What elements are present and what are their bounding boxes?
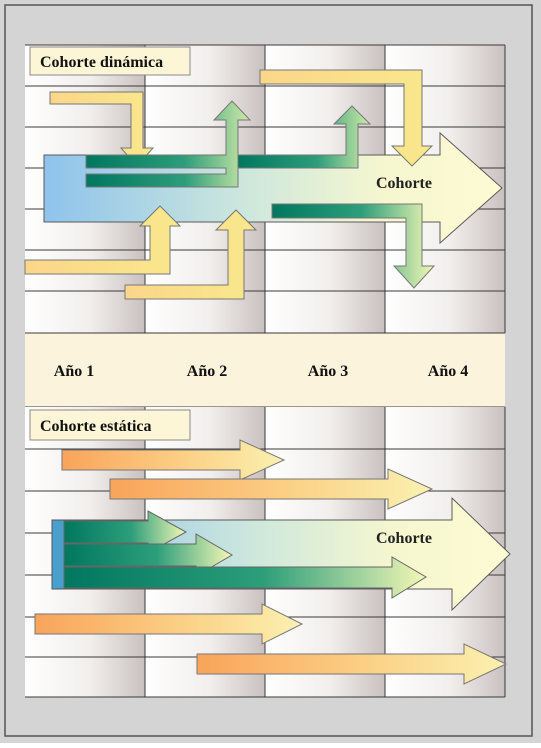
- year-label-3: Año 3: [308, 363, 348, 380]
- static-cohort-panel: Cohorte estática Cohorte: [25, 407, 511, 698]
- year-band: Año 1 Año 2 Año 3 Año 4: [25, 332, 505, 408]
- static-label-box: [29, 409, 191, 441]
- static-exit-1: [63, 510, 188, 554]
- static-arrow-1: [61, 439, 286, 481]
- dynamic-cohort-panel: Cohorte dinámica Cohorte: [24, 44, 506, 334]
- exit-arrow-year4: [271, 203, 436, 289]
- static-cohort-label: Cohorte: [376, 530, 432, 547]
- static-arrow-2: [109, 468, 434, 510]
- entry-arrow-3: [24, 205, 182, 275]
- exit-arrow-year3: [237, 105, 372, 169]
- static-exit-2: [63, 533, 233, 577]
- entry-arrow-2: [259, 69, 434, 167]
- dynamic-cohort-title: Cohorte dinámica: [40, 54, 163, 71]
- year-label-1: Año 1: [54, 363, 94, 380]
- year-label-2: Año 2: [187, 363, 227, 380]
- dynamic-cohort-label: Cohorte: [376, 175, 432, 192]
- static-exit-3: [63, 556, 427, 599]
- static-arrow-4: [196, 643, 508, 685]
- year-label-4: Año 4: [428, 363, 468, 380]
- static-arrow-3: [34, 603, 304, 645]
- dynamic-label-box: [29, 46, 191, 76]
- entry-arrow-4: [124, 209, 258, 300]
- static-cohort-title: Cohorte estática: [40, 418, 152, 435]
- exit-arrow-year2: [85, 100, 252, 188]
